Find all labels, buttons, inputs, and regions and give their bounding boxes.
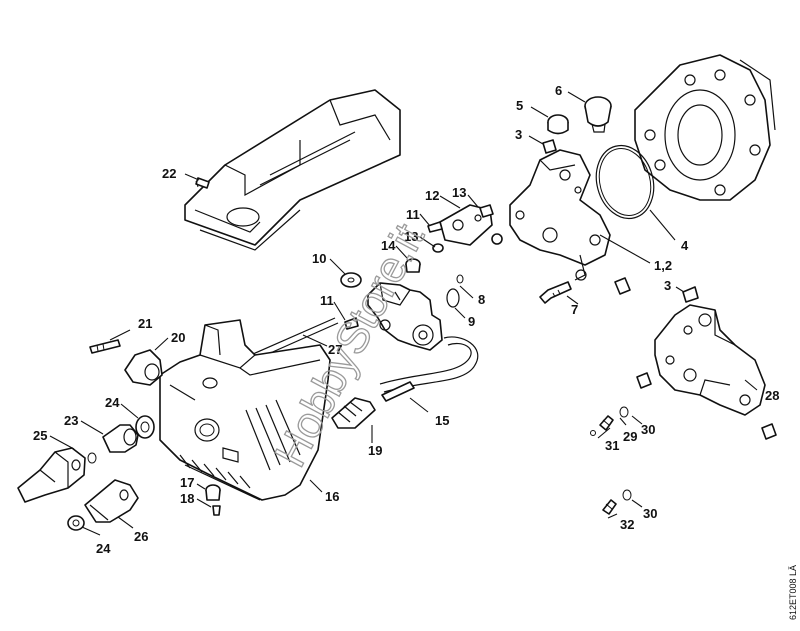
callout-labels: 22 5 6 3 4 1,2 7 3 28 12 13 11 13 14 10 … xyxy=(33,83,779,556)
callout-17: 17 xyxy=(180,475,194,490)
part-30-o-ring-lower xyxy=(622,489,632,501)
part-31-ball xyxy=(590,430,596,436)
callout-16: 16 xyxy=(325,489,339,504)
callout-30-lower: 30 xyxy=(643,506,657,521)
part-4-o-ring xyxy=(595,144,655,220)
callout-7: 7 xyxy=(571,302,578,317)
part-21-screw xyxy=(89,339,121,354)
callout-14: 14 xyxy=(381,238,396,253)
callout-11-upper: 11 xyxy=(406,207,420,222)
part-13-plug-lower xyxy=(432,243,444,253)
part-20-bracket xyxy=(124,349,163,386)
part-1-2-valve-head xyxy=(509,149,611,281)
part-5-cap xyxy=(547,114,569,135)
callout-25: 25 xyxy=(33,428,47,443)
callout-15: 15 xyxy=(435,413,449,428)
part-27-unloader-valve xyxy=(367,282,443,351)
part-26-sleeve xyxy=(84,479,139,523)
part-10-washer xyxy=(340,272,362,288)
callout-19: 19 xyxy=(368,443,382,458)
part-24-washer-lower xyxy=(67,515,85,531)
part-17-bushing xyxy=(205,484,221,501)
part-14-screw xyxy=(405,258,421,273)
part-8-seal xyxy=(456,274,464,284)
callout-32: 32 xyxy=(620,517,634,532)
callout-6: 6 xyxy=(555,83,562,98)
part-24-o-ring-small xyxy=(87,452,97,464)
part-9-o-ring xyxy=(446,288,460,308)
part-11-screw-upper xyxy=(427,221,443,233)
part-22-screw xyxy=(195,177,210,189)
callout-30-upper: 30 xyxy=(641,422,655,437)
part-11-screw-lower xyxy=(344,317,359,330)
part-16-main-cover xyxy=(159,319,331,501)
part-4-housing xyxy=(634,54,776,201)
part-25-nozzle xyxy=(17,447,86,503)
callout-8: 8 xyxy=(478,292,485,307)
part-nut-left-lower xyxy=(636,372,652,389)
callout-24-lower: 24 xyxy=(96,541,111,556)
callout-28: 28 xyxy=(765,388,779,403)
part-22-top-cover xyxy=(184,89,401,251)
part-nut-right xyxy=(614,277,631,295)
callout-21: 21 xyxy=(138,316,152,331)
callout-27: 27 xyxy=(328,342,342,357)
callout-9: 9 xyxy=(468,314,475,329)
part-13-plug-upper xyxy=(479,204,494,218)
callout-12: 12 xyxy=(425,188,439,203)
callout-13-lower: 13 xyxy=(404,229,418,244)
part-nut-small xyxy=(491,233,503,245)
drawing-code: 612ET008 LÄ xyxy=(788,565,798,620)
callout-22: 22 xyxy=(162,166,176,181)
callout-26: 26 xyxy=(134,529,148,544)
callout-24-upper: 24 xyxy=(105,395,120,410)
part-23-adapter xyxy=(102,424,139,453)
part-19-coupling xyxy=(331,397,376,429)
leader-lines xyxy=(49,91,758,536)
callout-20: 20 xyxy=(171,330,185,345)
part-hose xyxy=(379,336,479,393)
callout-31: 31 xyxy=(605,438,619,453)
part-15-tube xyxy=(381,381,415,402)
part-18-screw xyxy=(212,505,221,516)
part-32-nozzle xyxy=(602,499,617,515)
callout-11-lower: 11 xyxy=(320,293,334,308)
callout-5: 5 xyxy=(516,98,523,113)
part-3-lower-plug xyxy=(682,286,699,303)
part-30-o-ring-upper xyxy=(619,406,629,418)
part-6-plug xyxy=(584,96,612,133)
callout-29: 29 xyxy=(623,429,637,444)
callout-3-lower: 3 xyxy=(664,278,671,293)
part-28-valve-head xyxy=(654,304,766,416)
callout-18: 18 xyxy=(180,491,194,506)
watermark: HobbyStore.it xyxy=(266,216,434,474)
part-7-bolt xyxy=(539,281,572,304)
callout-1-2: 1,2 xyxy=(654,258,672,273)
part-12-plate xyxy=(439,204,493,246)
part-24-washer-upper xyxy=(135,415,155,439)
part-29-nozzle xyxy=(599,415,614,431)
callout-10: 10 xyxy=(312,251,326,266)
callout-4: 4 xyxy=(681,238,689,253)
part-nut-bottom-right xyxy=(761,423,777,440)
callout-3-upper: 3 xyxy=(515,127,522,142)
callout-13-upper: 13 xyxy=(452,185,466,200)
callout-23: 23 xyxy=(64,413,78,428)
part-3-upper-plug xyxy=(542,139,557,154)
